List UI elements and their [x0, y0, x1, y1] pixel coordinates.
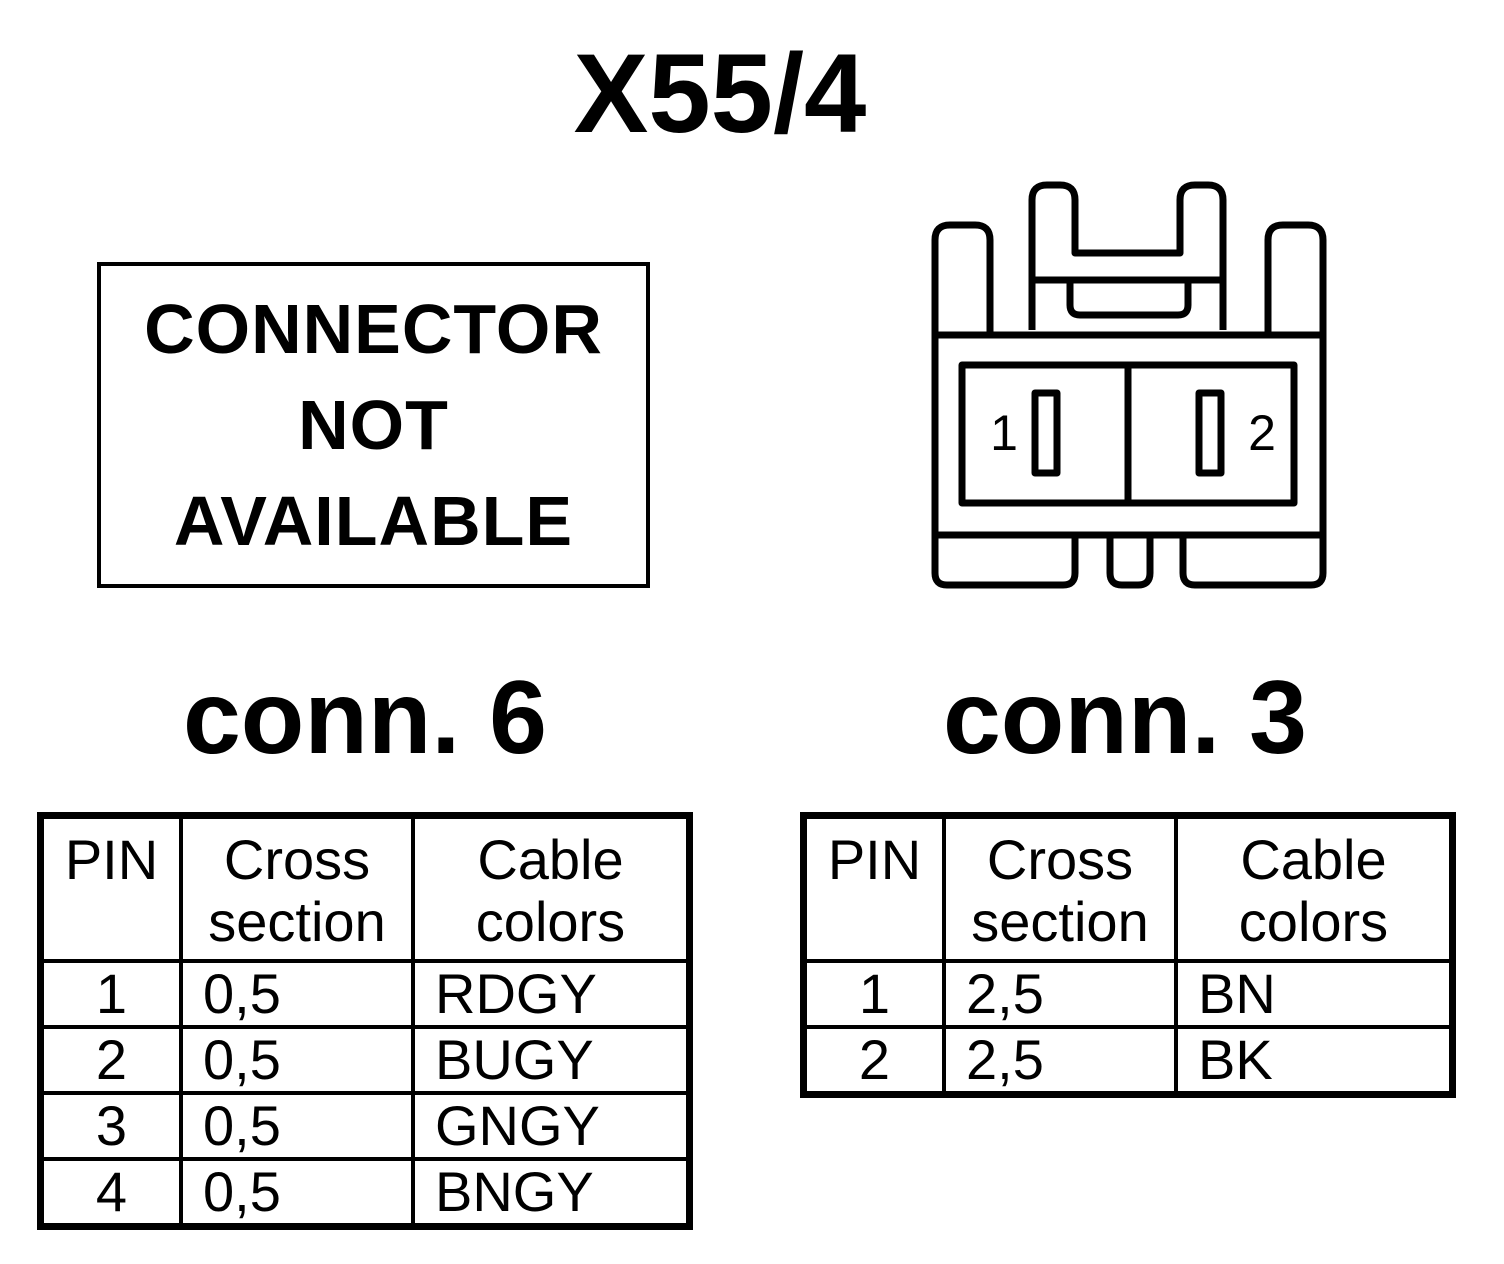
- pin-cell: 1: [38, 959, 183, 1029]
- cross-section-cell: 2,5: [942, 959, 1178, 1029]
- cable-color-cell: BK: [1174, 1025, 1455, 1097]
- conn-3-pin-table: PIN Cross section Cable colors 1 2,5 BN …: [800, 812, 1456, 1098]
- notice-line: CONNECTOR: [144, 290, 603, 368]
- table-row: 4 0,5 BNGY: [38, 1157, 692, 1229]
- header-pin: PIN: [38, 813, 183, 963]
- cross-section-cell: 2,5: [942, 1025, 1178, 1097]
- table-row: 2 2,5 BK: [801, 1025, 1455, 1097]
- pin-cell: 2: [801, 1025, 946, 1097]
- cross-section-cell: 0,5: [179, 1091, 415, 1161]
- table-row: 1 0,5 RDGY: [38, 959, 692, 1029]
- cable-color-cell: BUGY: [411, 1025, 692, 1095]
- pin-number-label: 1: [990, 405, 1018, 461]
- conn-6-pin-table: PIN Cross section Cable colors 1 0,5 RDG…: [37, 812, 693, 1230]
- connector-not-available-box: CONNECTOR NOT AVAILABLE: [97, 262, 650, 588]
- pin-cell: 4: [38, 1157, 183, 1229]
- cross-section-cell: 0,5: [179, 1025, 415, 1095]
- cable-color-cell: BNGY: [411, 1157, 692, 1229]
- diagram-title: X55/4: [573, 31, 867, 156]
- header-cross-section: Cross section: [942, 813, 1178, 963]
- table-row: 1 2,5 BN: [801, 959, 1455, 1029]
- cross-section-cell: 0,5: [179, 1157, 415, 1229]
- conn-6-label: conn. 6: [182, 660, 548, 776]
- pin-cell: 3: [38, 1091, 183, 1161]
- header-cable-colors: Cable colors: [411, 813, 692, 963]
- header-cable-colors: Cable colors: [1174, 813, 1455, 963]
- pin-cell: 2: [38, 1025, 183, 1095]
- table-row: 3 0,5 GNGY: [38, 1091, 692, 1161]
- cable-color-cell: RDGY: [411, 959, 692, 1029]
- table-row: 2 0,5 BUGY: [38, 1025, 692, 1095]
- header-pin: PIN: [801, 813, 946, 963]
- connector-drawing: 1 2: [931, 181, 1327, 589]
- pin-number-label: 2: [1248, 405, 1276, 461]
- notice-line: AVAILABLE: [173, 482, 574, 560]
- cable-color-cell: GNGY: [411, 1091, 692, 1161]
- cross-section-cell: 0,5: [179, 959, 415, 1029]
- conn-3-label: conn. 3: [942, 660, 1308, 776]
- header-cross-section: Cross section: [179, 813, 415, 963]
- pin-cell: 1: [801, 959, 946, 1029]
- cable-color-cell: BN: [1174, 959, 1455, 1029]
- notice-line: NOT: [298, 386, 449, 464]
